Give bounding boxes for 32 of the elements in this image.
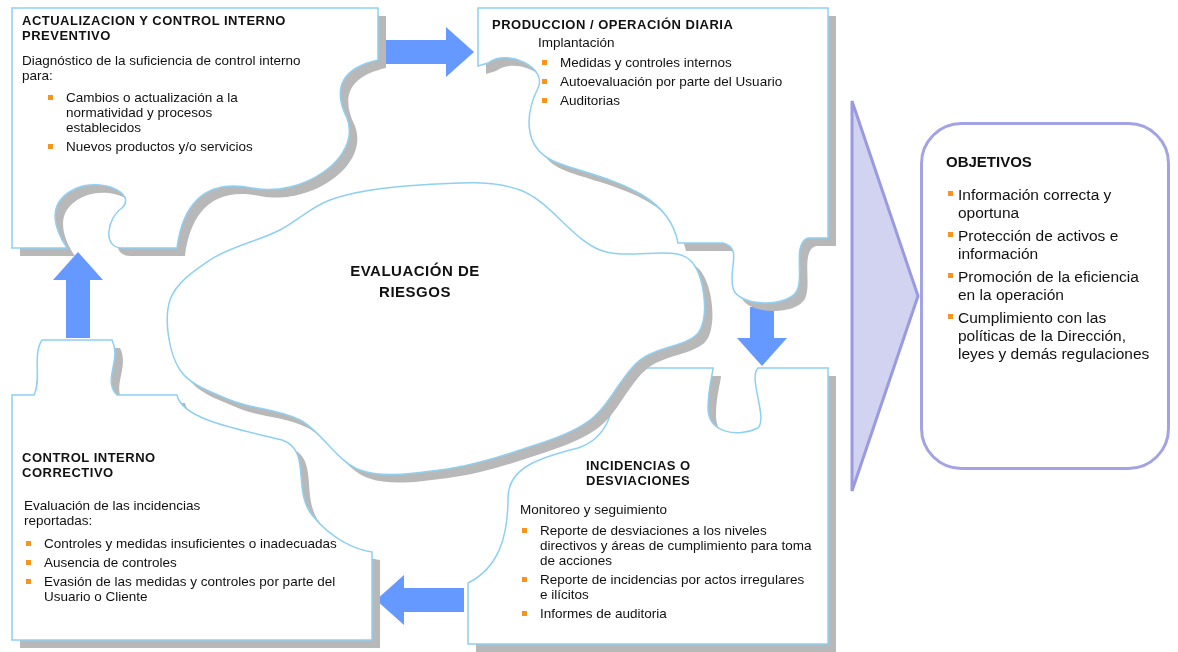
bullet-item: Medidas y controles internos [538,55,798,70]
puzzle-piece [12,8,386,256]
puzzle-piece [12,340,380,648]
description-text: Monitoreo y seguimiento [520,502,669,517]
bullet-item: Promoción de la eficiencia en la operación [948,268,1160,304]
heading: CONTROL INTERNO CORRECTIVO [22,450,157,480]
bullet-item: Cambios o actualización a la normatividad y procesos establecidos [44,90,279,135]
heading: EVALUACIÓN DE RIESGOS [349,261,481,302]
bullet-item: Nuevos productos y/o servicios [44,139,279,154]
bullet-item: Reporte de incidencias por actos irregulares e ilícitos [518,572,813,602]
puzzle-piece [468,368,836,652]
heading: INCIDENCIAS O DESVIACIONES [586,458,692,488]
description-text: Evaluación de las incidencias reportadas: [24,498,202,528]
bullet-item: Auditorias [538,93,798,108]
description-text: Diagnóstico de la suficiencia de control interno para: [22,53,302,83]
heading: PRODUCCION / OPERACIÓN DIARIA [492,17,735,32]
bullet-item: Evasión de las medidas y controles por parte del Usuario o Cliente [22,574,342,604]
bullet-item: Autoevaluación por parte del Usuario [538,74,798,89]
bullet-item: Informes de auditoria [518,606,813,621]
bullet-item: Ausencia de controles [22,555,342,570]
block-arrow [737,307,787,366]
block-arrow [53,252,103,338]
heading: OBJETIVOS [946,154,1033,169]
bullet-item: Reporte de desviaciones a los niveles directivos y áreas de cumplimiento para toma de acciones [518,523,813,568]
rounded-box [920,122,1170,470]
bullet-item: Protección de activos e información [948,227,1160,263]
heading: ACTUALIZACION Y CONTROL INTERNO PREVENTIVO [22,13,287,43]
description-text: Implantación [538,35,616,50]
bullet-item: Controles y medidas insuficientes o inadecuadas [22,536,342,551]
bullet-item: Cumplimiento con las políticas de la Dirección, leyes y demás regulaciones [948,309,1160,363]
chevron-arrow [850,99,920,493]
bullet-item: Información correcta y oportuna [948,186,1160,222]
